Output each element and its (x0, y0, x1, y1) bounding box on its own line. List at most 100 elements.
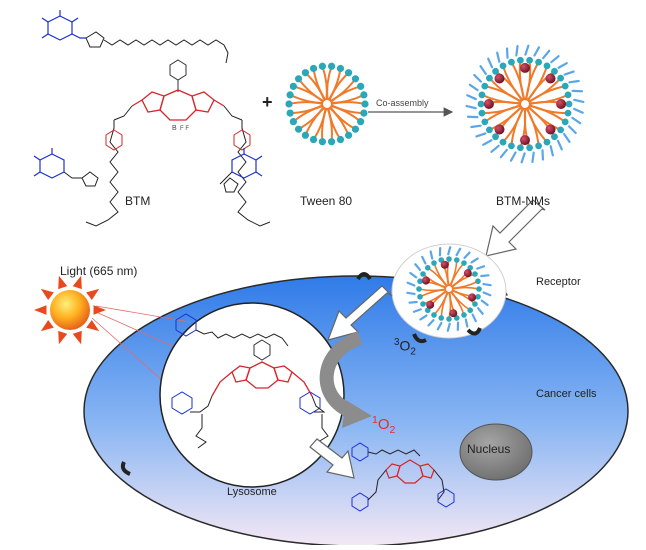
surfactant-head (416, 286, 422, 292)
btm-dot (422, 277, 430, 285)
btm-dot (556, 99, 566, 109)
sugar-tick (574, 100, 583, 102)
singlet-oxygen-label: 1O2 (372, 414, 395, 436)
sun-ray (34, 305, 46, 315)
sun-ray (41, 289, 54, 300)
sugar-tick (569, 81, 578, 82)
cancer-cells-label: Cancer cells (536, 388, 597, 400)
sugar-tick (480, 66, 485, 74)
surfactant-head (544, 139, 551, 146)
sugar-tick (467, 106, 476, 108)
surfactant-head (328, 138, 335, 145)
btm-dot (520, 63, 530, 73)
sugar-tick (551, 56, 558, 62)
surfactant-head (461, 260, 467, 266)
surfactant-head (295, 126, 302, 133)
surfactant-head (492, 68, 499, 75)
surfactant-head (486, 75, 493, 82)
nucleus-label: Nucleus (467, 442, 510, 456)
sugar-tick (532, 153, 533, 162)
sugar-tick (410, 302, 417, 303)
surfactant-head (476, 286, 482, 292)
sugar-tick (470, 85, 478, 90)
sugar-tick (466, 319, 468, 326)
sugar-tick (558, 141, 562, 150)
sugar-tick (565, 72, 574, 75)
sun-icon (34, 276, 106, 344)
surfactant-head (526, 144, 533, 151)
sugar-tick (491, 146, 498, 152)
sun-ray (86, 289, 99, 300)
surfactant-head (360, 91, 367, 98)
surfactant-head (310, 65, 317, 72)
btm-dot (546, 73, 556, 83)
bodipy-core (132, 90, 224, 120)
sugar-tick (534, 47, 539, 55)
sugar-tick (572, 118, 580, 123)
surfactant-head (461, 312, 467, 318)
surfactant-head (302, 132, 309, 139)
light-label: Light (665 nm) (60, 264, 137, 278)
surfactant-head (508, 59, 515, 66)
btm-dot (494, 125, 504, 135)
surfactant-head (357, 118, 364, 125)
surfactant-head (302, 69, 309, 76)
surfactant-head (446, 256, 452, 262)
triplet-oxygen-label: 3O2 (394, 337, 416, 357)
svg-text:F F: F F (180, 126, 189, 132)
surfactant-tail (327, 108, 331, 142)
surfactant-head (357, 83, 364, 90)
top-triazole (86, 32, 104, 47)
sugar-tick (511, 152, 516, 160)
surfactant-head (310, 136, 317, 143)
sugar-tick (407, 293, 414, 294)
tween-80-label: Tween 80 (300, 194, 352, 208)
surfactant-head (425, 265, 431, 271)
surfactant-head (535, 59, 542, 66)
bottom-left-sugar (34, 148, 64, 178)
surfactant-head (557, 75, 564, 82)
btm-nms-label: BTM-NMs (496, 194, 550, 208)
surfactant-head (517, 57, 524, 64)
sugar-tick (564, 134, 569, 142)
surfactant-head (526, 57, 533, 64)
sugar-tick (551, 146, 553, 155)
sugar-tick (497, 53, 499, 62)
btm-dot (484, 99, 494, 109)
surfactant-head (287, 91, 294, 98)
surfactant-head (417, 294, 423, 300)
surfactant-head (454, 257, 460, 263)
sun-ray (73, 331, 82, 344)
surfactant-head (438, 315, 444, 321)
btm-nms-micelle (467, 46, 584, 163)
btm-molecule: B F F (34, 10, 270, 226)
surfactant-head (565, 91, 572, 98)
surfactant-head (285, 100, 292, 107)
surfactant-head (562, 118, 569, 125)
sugar-tick (481, 275, 488, 276)
surfactant-head (486, 126, 493, 133)
sugar-tick (543, 51, 549, 58)
surfactant-tail (290, 105, 323, 113)
bottom-right-sugar (232, 148, 262, 178)
surfactant-head (517, 144, 524, 151)
btm-dot (494, 73, 504, 83)
surfactant-head (481, 83, 488, 90)
sugar-tick (483, 284, 490, 285)
surfactant-head (479, 110, 486, 117)
surfactant-head (420, 301, 426, 307)
surfactant-head (535, 142, 542, 149)
sun-ray (86, 320, 99, 331)
sugar-tick (476, 133, 485, 136)
surfactant-head (500, 62, 507, 69)
btm-dot (426, 301, 434, 309)
plus-sign: + (262, 92, 273, 113)
surfactant-head (492, 133, 499, 140)
surfactant-head (361, 100, 368, 107)
surfactant-head (319, 63, 326, 70)
sugar-tick (474, 75, 481, 82)
tween-80-micelle (285, 63, 368, 146)
surfactant-head (508, 142, 515, 149)
surfactant-head (551, 68, 558, 75)
